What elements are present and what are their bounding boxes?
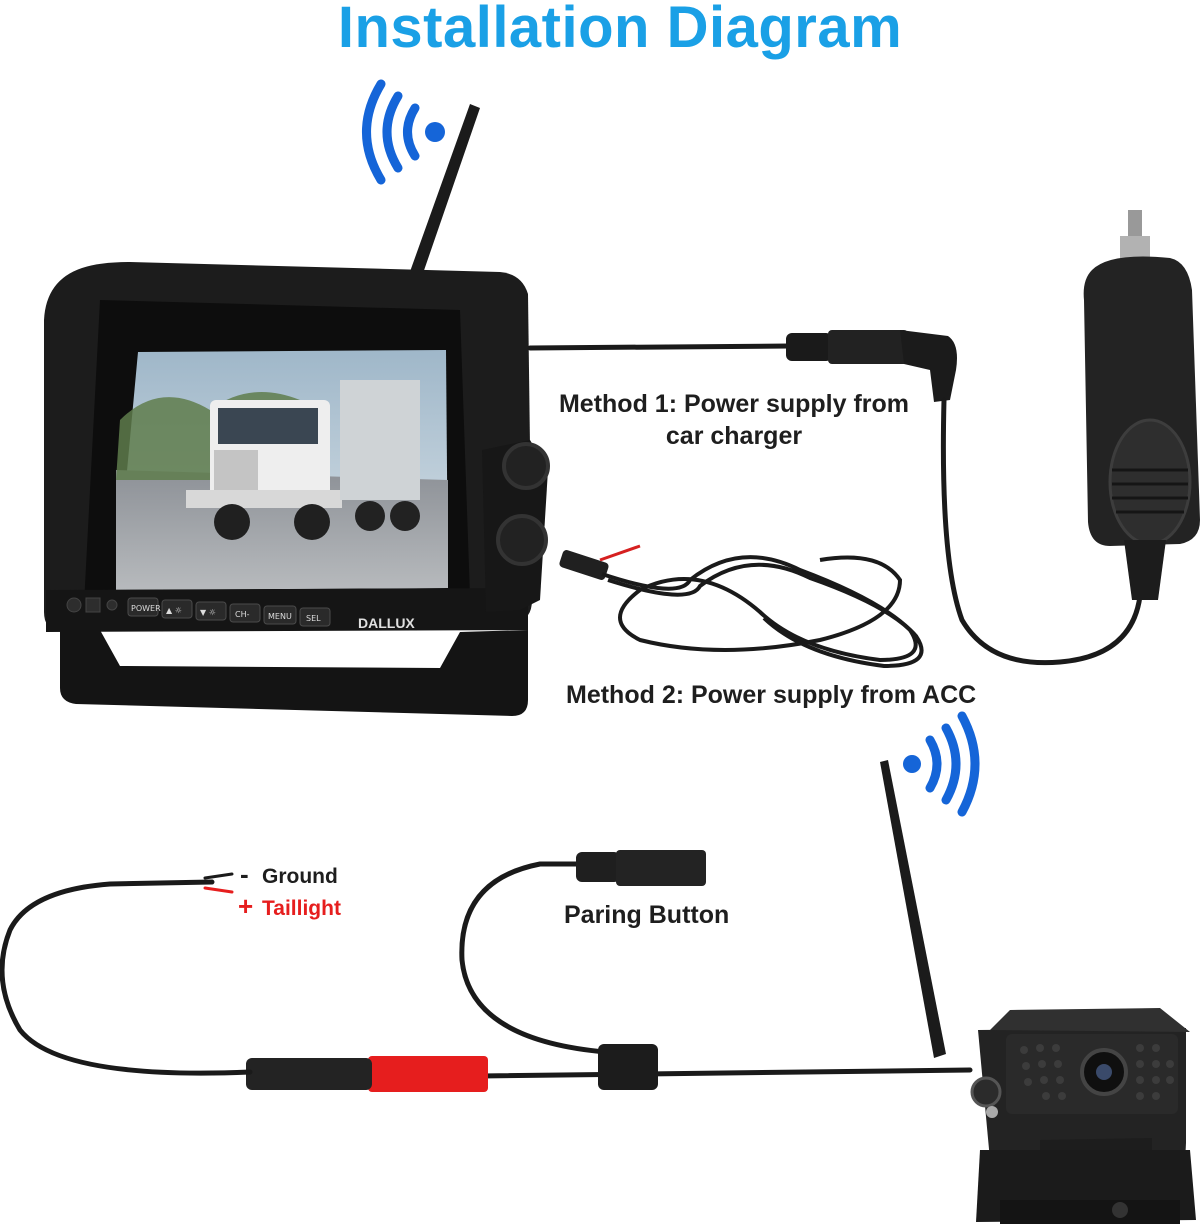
camera-cable	[0, 850, 973, 1092]
power-cable	[527, 330, 1143, 666]
taillight-label: + Taillight	[238, 891, 341, 922]
taillight-sign: +	[238, 891, 254, 921]
monitor-brand: DALLUX	[358, 615, 415, 631]
wifi-signal-icon	[903, 711, 980, 817]
ground-sign: -	[240, 859, 249, 889]
taillight-text: Taillight	[262, 897, 341, 920]
page-title: Installation Diagram	[337, 0, 903, 60]
backup-camera	[970, 1008, 1196, 1224]
antenna	[407, 104, 480, 282]
method-1-label: Method 1: Power supply from car charger	[534, 388, 934, 452]
method-1-line-1: Method 1: Power supply from	[558, 390, 910, 418]
monitor-button-up: ▲ ☼	[166, 606, 182, 615]
wifi-signal-icon	[362, 79, 445, 185]
monitor-stand	[60, 630, 528, 716]
monitor: POWER ▲ ☼ ▼ ☼ CH- MENU SEL DALLUX	[44, 262, 550, 716]
monitor-button-power: POWER	[131, 604, 161, 613]
car-charger	[1083, 210, 1200, 600]
method-2-label: Method 2: Power supply from ACC	[566, 681, 977, 709]
method-1-line-2: car charger	[665, 422, 803, 450]
monitor-button-sel: SEL	[306, 614, 321, 623]
acc-power-cable	[559, 544, 924, 669]
monitor-buttons: POWER ▲ ☼ ▼ ☼ CH- MENU SEL	[127, 597, 331, 627]
monitor-button-down: ▼ ☼	[200, 608, 216, 617]
ground-text: Ground	[262, 865, 338, 888]
monitor-button-ch: CH-	[235, 610, 250, 619]
ground-label: -Ground	[240, 859, 338, 890]
camera-antenna	[880, 760, 946, 1058]
pairing-button-label: Paring Button	[564, 901, 730, 929]
monitor-button-menu: MENU	[268, 612, 292, 621]
